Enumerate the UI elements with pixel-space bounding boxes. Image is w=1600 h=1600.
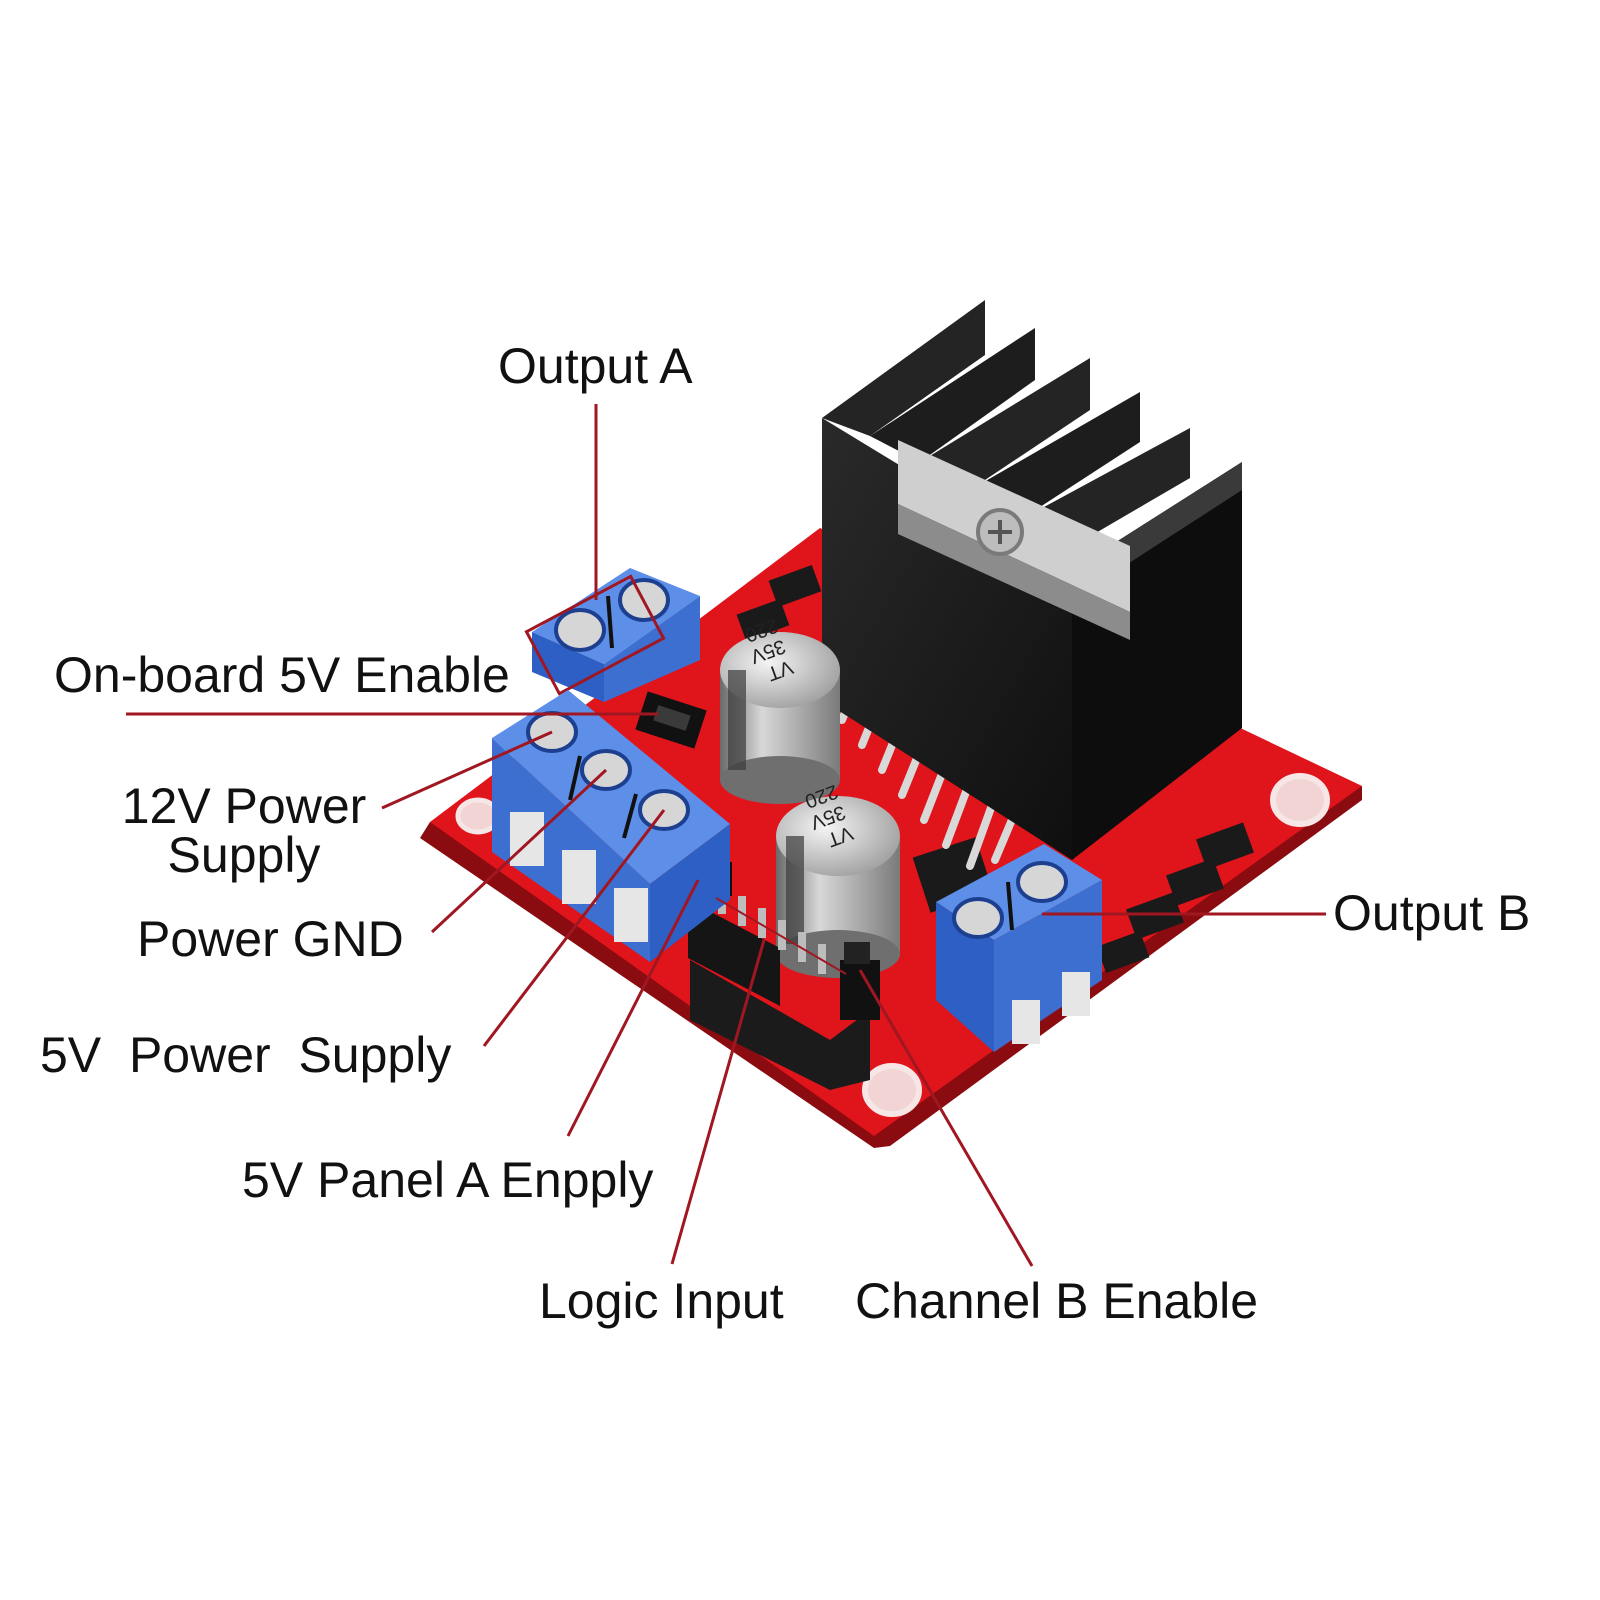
leader-power-gnd <box>430 768 608 934</box>
heatsink <box>822 300 1242 860</box>
terminal-power <box>492 690 730 962</box>
terminal-output-b <box>936 844 1102 1052</box>
leader-channel-b-enable <box>858 969 1034 1267</box>
label-5v-power-supply: 5V Power Supply <box>40 1027 452 1083</box>
mount-hole <box>862 1063 922 1117</box>
leader-5v-power-supply <box>482 809 666 1047</box>
capacitor-1: VT 35V 220 <box>720 614 840 804</box>
label-output-a: Output A <box>498 338 693 394</box>
capacitor-2: VT 35V 220 <box>776 780 900 978</box>
leader-lines <box>126 404 1326 1267</box>
mount-hole <box>1270 773 1330 827</box>
capacitor-marking: VT 35V 220 <box>735 614 796 690</box>
label-power-gnd: Power GND <box>137 911 404 967</box>
label-logic-input: Logic Input <box>539 1273 784 1329</box>
terminal-output-a <box>524 568 700 702</box>
leader-5v-panel-a-enable <box>566 879 700 1137</box>
leader-12v-power-supply <box>381 730 553 810</box>
label-12v-power-supply: 12V Power Supply <box>121 778 367 883</box>
label-channel-b-enable: Channel B Enable <box>855 1273 1259 1329</box>
label-output-b: Output B <box>1333 885 1531 941</box>
leader-logic-input <box>670 939 766 1265</box>
label-onboard-5v-enable: On-board 5V Enable <box>54 647 510 703</box>
onboard-5v-jumper <box>635 691 707 749</box>
label-5v-panel-a-enable: 5V Panel A Enpply <box>242 1152 654 1208</box>
